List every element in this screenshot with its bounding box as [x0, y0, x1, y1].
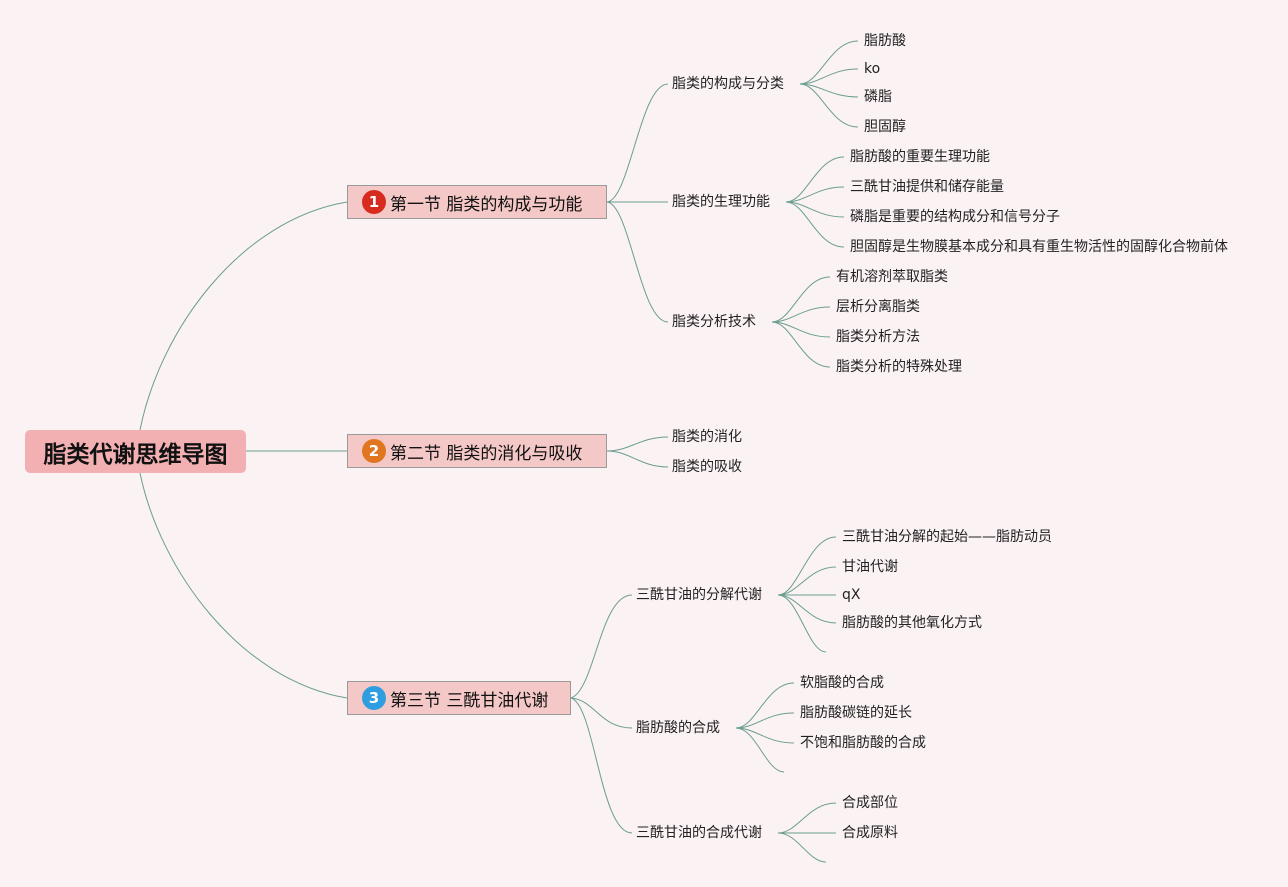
- leaf-node[interactable]: qX: [842, 587, 861, 603]
- topic-node[interactable]: 脂类的消化: [672, 429, 742, 445]
- leaf-node[interactable]: 不饱和脂肪酸的合成: [800, 735, 926, 751]
- section-title: 第三节 三酰甘油代谢: [390, 690, 549, 711]
- root-title: 脂类代谢思维导图: [43, 441, 228, 468]
- leaf-node[interactable]: 脂类分析的特殊处理: [836, 359, 962, 375]
- leaf-node[interactable]: 胆固醇: [864, 119, 906, 135]
- leaf-node[interactable]: 甘油代谢: [842, 559, 898, 575]
- section-node-3[interactable]: 3 第三节 三酰甘油代谢: [347, 681, 571, 715]
- leaf-node[interactable]: 脂肪酸的重要生理功能: [850, 149, 990, 165]
- leaf-node[interactable]: 三酰甘油提供和储存能量: [850, 179, 1004, 195]
- leaf-node[interactable]: 磷脂: [864, 89, 892, 105]
- leaf-node[interactable]: 软脂酸的合成: [800, 675, 884, 691]
- leaf-node[interactable]: 合成部位: [842, 795, 898, 811]
- number-badge-icon: 2: [362, 439, 386, 463]
- leaf-node[interactable]: 三酰甘油分解的起始——脂肪动员: [842, 529, 1052, 545]
- section-title: 第二节 脂类的消化与吸收: [390, 443, 583, 464]
- topic-node[interactable]: 脂类的构成与分类: [672, 76, 784, 92]
- section-node-1[interactable]: 1 第一节 脂类的构成与功能: [347, 185, 607, 219]
- leaf-node[interactable]: ko: [864, 61, 881, 77]
- topic-node[interactable]: 三酰甘油的分解代谢: [636, 587, 762, 603]
- leaf-node[interactable]: 磷脂是重要的结构成分和信号分子: [850, 209, 1060, 225]
- leaf-node[interactable]: 有机溶剂萃取脂类: [836, 269, 948, 285]
- root-node[interactable]: 脂类代谢思维导图: [25, 430, 246, 473]
- number-badge-icon: 3: [362, 686, 386, 710]
- leaf-node[interactable]: 脂肪酸的其他氧化方式: [842, 615, 982, 631]
- leaf-node[interactable]: 脂肪酸碳链的延长: [800, 705, 912, 721]
- topic-node[interactable]: 脂类的吸收: [672, 459, 742, 475]
- section-title: 第一节 脂类的构成与功能: [390, 194, 583, 215]
- leaf-node[interactable]: 脂肪酸: [864, 33, 906, 49]
- leaf-node[interactable]: 胆固醇是生物膜基本成分和具有重生物活性的固醇化合物前体: [850, 239, 1228, 255]
- leaf-node[interactable]: 脂类分析方法: [836, 329, 920, 345]
- number-badge-icon: 1: [362, 190, 386, 214]
- leaf-node[interactable]: 层析分离脂类: [836, 299, 920, 315]
- topic-node[interactable]: 脂类的生理功能: [672, 194, 770, 210]
- section-node-2[interactable]: 2 第二节 脂类的消化与吸收: [347, 434, 607, 468]
- topic-node[interactable]: 三酰甘油的合成代谢: [636, 825, 762, 841]
- topic-node[interactable]: 脂类分析技术: [672, 314, 756, 330]
- leaf-node[interactable]: 合成原料: [842, 825, 898, 841]
- topic-node[interactable]: 脂肪酸的合成: [636, 720, 720, 736]
